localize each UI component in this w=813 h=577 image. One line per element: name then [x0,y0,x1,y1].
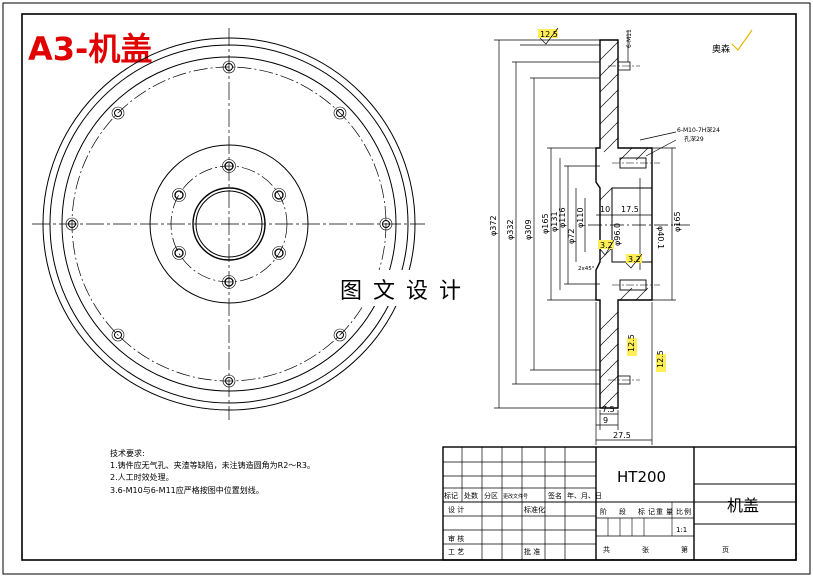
approval-check-icon [731,29,753,51]
watermark-text: 图 文 设 计 [340,279,463,304]
design-label: 设 计 [448,505,464,514]
rev-col-4: 更改文件号 [503,493,528,500]
approval-mark: 奥森 [712,43,730,55]
stage-label-8: 例 [684,507,691,516]
dim-d165b: φ165 [673,211,682,232]
rev-col-5: 签名 [548,491,562,500]
dim-d72: φ72 [567,229,576,244]
check-label: 审 核 [448,534,464,543]
tech-item-1: 1.铸件应无气孔、夹渣等缺陷，未注铸造圆角为R2～R3。 [110,460,315,470]
roughness-2: 3.2 [600,241,613,250]
stage-label-2: 段 [619,507,626,516]
tech-item-2: 2.人工时效处理。 [110,472,174,482]
roughness-marks: 12.5 3.2 3.2 12.5 12.5 [538,27,666,372]
drawing-title-tag: A3-机盖 [28,30,152,68]
outer-bolt-holes [65,60,393,388]
rev-col-3: 分区 [484,491,498,500]
inner-frame [21,13,797,561]
stage-label-6: 量 [666,508,673,516]
dim-len275: 27.5 [613,431,631,440]
stage-label-1: 阶 [600,507,607,516]
dim-thread-note2: 孔深29 [684,135,704,143]
tech-requirements: 技术要求: 1.铸件应无气孔、夹渣等缺陷，未注铸造圆角为R2～R3。 2.人工时… [110,448,315,495]
stage-label-3: 标 [638,507,645,516]
scale: 1:1 [676,526,687,534]
section-hatching [599,41,649,409]
dimension-texts: φ372 φ332 φ309 φ165 φ131 φ116 φ110 φ72 φ… [489,29,720,440]
dim-m11: 6-M11 [626,29,633,48]
roughness-5: 12.5 [656,350,665,368]
dim-d332: φ332 [506,219,515,240]
roughness-3: 3.2 [628,255,641,264]
section-outline [595,39,653,409]
dim-d110: φ110 [576,207,585,228]
sheets-unit-label: 张 [642,545,649,554]
roughness-4: 12.5 [627,334,636,352]
dim-d116: φ116 [558,207,567,228]
approve-label: 批 准 [524,547,540,556]
inner-bolt-holes [172,159,286,289]
section-view: φ372 φ332 φ309 φ165 φ131 φ116 φ110 φ72 φ… [489,27,720,445]
part-name: 机盖 [727,496,759,515]
dim-d372: φ372 [489,215,498,236]
stage-label-5: 重 [656,508,663,516]
roughness-1: 12.5 [540,30,558,39]
dim-d40: φ40.1 [656,226,665,249]
rev-col-6: 年、月、日 [567,491,602,500]
title-block [442,446,797,561]
dim-len10: 10 [600,205,610,214]
rev-col-2: 处数 [464,491,478,500]
dim-d165a: φ165 [541,213,550,234]
title-block-text: HT200 机盖 1:1 标记 处数 分区 更改文件号 签名 年、月、日 设 计… [444,468,759,556]
watermark-bg [332,270,482,306]
dim-d96: φ96.0 [613,223,622,246]
dim-thread-note1: 6-M10-7H深24 [677,126,720,134]
dim-chamfer: 2x45° [578,266,595,272]
dim-d309: φ309 [524,219,533,240]
tech-item-3: 3.6-M10与6-M11应严格按图中位置划线。 [110,485,264,495]
front-view [32,28,425,420]
dimension-lines [494,30,677,445]
stage-label-7: 比 [676,507,683,516]
dim-len75: 7.5 [602,405,615,414]
dim-len175: 17.5 [621,205,639,214]
dim-d131: φ131 [550,211,559,232]
sheets-total-label: 共 [603,545,610,554]
page-unit-label: 页 [722,546,729,554]
standardize-label: 标准化 [524,505,545,514]
dim-len9: 9 [603,416,608,425]
tech-heading: 技术要求: [110,448,145,458]
process-label: 工 艺 [448,548,464,556]
rev-col-1: 标记 [444,491,458,500]
stage-label-4: 记 [648,508,655,516]
material: HT200 [617,468,666,486]
sheet-no-label: 第 [681,545,688,554]
